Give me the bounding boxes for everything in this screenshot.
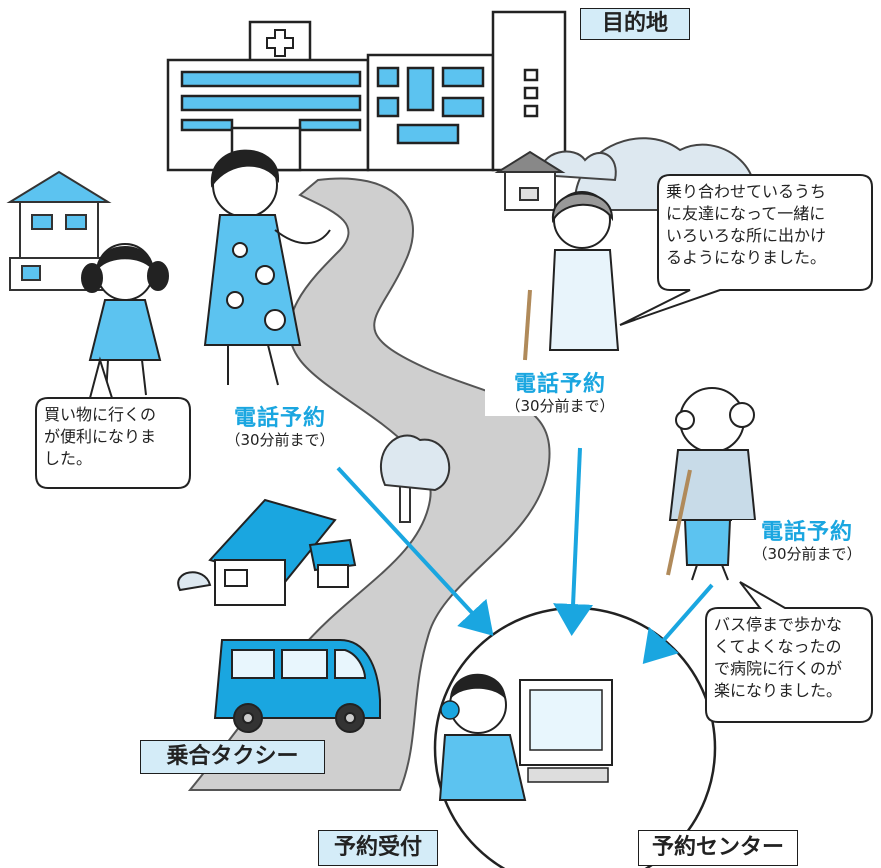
speech-bubble-elderly-man <box>705 581 873 723</box>
house-middle <box>177 498 357 606</box>
tree <box>379 434 451 523</box>
phone-reservation-note: （30分前まで） <box>225 431 335 450</box>
shared-taxi-label: 乗合タクシー <box>140 740 325 774</box>
elderly-woman-figure <box>523 191 620 361</box>
phone-reservation-title: 電話予約 <box>233 406 326 431</box>
phone-reservation-title: 電話予約 <box>760 520 853 545</box>
speech-bubble-girl <box>35 356 191 489</box>
girl-speech-text: 買い物に行くの が便利になりま した。 <box>44 405 157 469</box>
reservation-desk-label: 予約受付 <box>318 830 438 866</box>
girl-figure <box>81 243 169 396</box>
reservation-center-illustration <box>433 606 717 868</box>
phone-reservation-right: 電話予約 （30分前まで） <box>732 520 881 565</box>
phone-reservation-middle: 電話予約 （30分前まで） <box>485 372 635 417</box>
reservation-center-label: 予約センター <box>638 830 798 866</box>
arrow-middle <box>553 447 594 636</box>
shared-taxi-van <box>213 639 381 733</box>
arrow-right <box>642 583 714 665</box>
hospital-building <box>166 10 567 172</box>
arrow-left <box>336 466 494 636</box>
speech-bubble-elderly-woman <box>619 174 873 326</box>
phone-reservation-note: （30分前まで） <box>752 545 862 564</box>
houses-right <box>494 150 566 211</box>
elderly-man-speech-text: バス停まで歩かな くてよくなったの で病院に行くのが 楽になりました。 <box>714 615 843 701</box>
destination-label: 目的地 <box>580 8 690 40</box>
elderly-man-figure <box>666 387 757 581</box>
mother-figure <box>203 149 331 386</box>
phone-reservation-note: （30分前まで） <box>505 397 615 416</box>
phone-reservation-title: 電話予約 <box>513 372 606 397</box>
elderly-woman-speech-text: 乗り合わせているうち に友達になって一緒に いろいろな所に出かけ るようになりま… <box>666 182 827 268</box>
phone-reservation-left: 電話予約 （30分前まで） <box>205 406 355 450</box>
